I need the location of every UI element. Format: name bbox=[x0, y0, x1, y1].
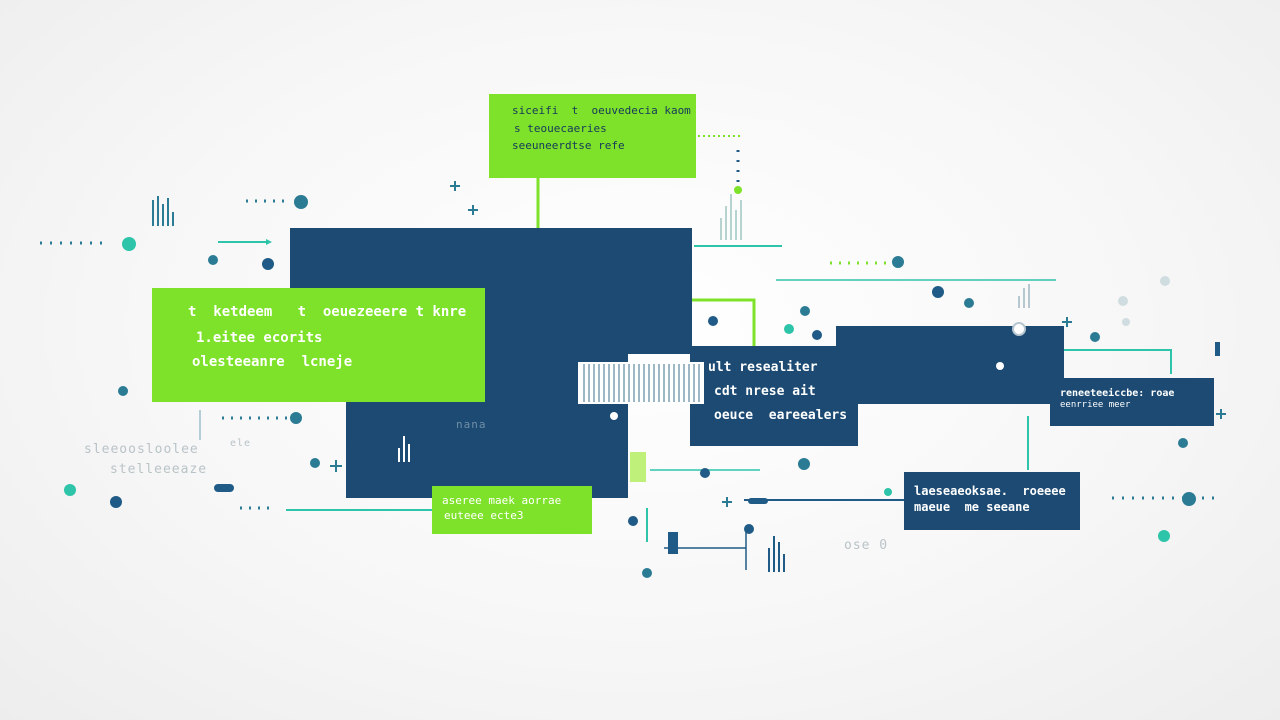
center-panel bbox=[690, 346, 858, 446]
dot-8 bbox=[110, 496, 122, 508]
dot-18 bbox=[1090, 332, 1100, 342]
mini-bars-right bbox=[1018, 284, 1030, 308]
dot-11 bbox=[800, 306, 810, 316]
dot-9 bbox=[310, 458, 320, 468]
dot-13 bbox=[812, 330, 822, 340]
teal-vertical-1 bbox=[1170, 350, 1172, 374]
mini-bars-left bbox=[152, 196, 174, 226]
dot-25 bbox=[628, 516, 638, 526]
center-panel-line-1: ult resealiter bbox=[708, 360, 818, 375]
navy-dash-1 bbox=[214, 484, 234, 492]
dot-23 bbox=[1182, 492, 1196, 506]
dot-3 bbox=[208, 255, 218, 265]
dot-24 bbox=[798, 458, 810, 470]
top-callout-line-2: s teouecaeries bbox=[514, 122, 607, 135]
dot-7 bbox=[64, 484, 76, 496]
dot-4 bbox=[262, 258, 274, 270]
top-green-callout bbox=[489, 94, 696, 178]
bottom-green-callout bbox=[432, 486, 592, 534]
navy-vertical-2 bbox=[668, 532, 678, 554]
dot-29 bbox=[996, 362, 1004, 370]
dot-14 bbox=[892, 256, 904, 268]
dot-32 bbox=[1122, 318, 1130, 326]
dot-5 bbox=[118, 386, 128, 396]
dot-16 bbox=[964, 298, 974, 308]
dot-12 bbox=[784, 324, 794, 334]
dot-22 bbox=[1158, 530, 1170, 542]
dot-6 bbox=[290, 412, 302, 424]
center-panel-line-3: oeuce eareealers bbox=[714, 408, 848, 423]
left-callout-line-3: olesteeanre lcneje bbox=[192, 354, 353, 370]
mini-bars-center bbox=[398, 436, 410, 462]
left-green-callout bbox=[152, 288, 485, 402]
faint-left-line-1: sleeoosloolee bbox=[84, 442, 199, 457]
dot-19 bbox=[1118, 296, 1128, 306]
faint-left-label: ele bbox=[230, 438, 252, 449]
teal-vertical-2 bbox=[646, 508, 648, 542]
right-small-line-2: eenrriee meer bbox=[1060, 400, 1131, 410]
mini-bars-top bbox=[720, 194, 742, 240]
bottom-callout-line-2: euteee ecte3 bbox=[444, 509, 524, 522]
bottom-right-panel bbox=[904, 472, 1080, 530]
right-small-panel bbox=[1050, 378, 1214, 426]
dot-1 bbox=[122, 237, 136, 251]
dot-31 bbox=[734, 186, 742, 194]
green-accent-strip bbox=[630, 452, 646, 482]
dot-10 bbox=[708, 316, 718, 326]
barcode-dot bbox=[610, 412, 618, 420]
dot-28 bbox=[700, 468, 710, 478]
faint-bottom-label: ose 0 bbox=[844, 538, 889, 553]
dot-20 bbox=[1160, 276, 1170, 286]
navy-vertical-1 bbox=[1215, 342, 1220, 356]
left-callout-line-1: t ketdeem t oeuezeeere t knre bbox=[188, 304, 467, 320]
dot-2 bbox=[294, 195, 308, 209]
navy-band-right bbox=[836, 326, 1064, 404]
dot-26 bbox=[642, 568, 652, 578]
mini-bars-bottom bbox=[768, 536, 785, 572]
bottom-right-line-2: maeue me seeane bbox=[914, 500, 1030, 514]
bottom-callout-line-1: aseree maek aorrae bbox=[442, 494, 562, 507]
bottom-right-line-1: laeseaeoksae. roeeee bbox=[914, 484, 1066, 498]
dot-30 bbox=[884, 488, 892, 496]
right-small-line-1: reneeteeiccbe: roae bbox=[1060, 388, 1175, 399]
barcode-strip bbox=[578, 362, 704, 404]
faint-center-label: nana bbox=[456, 418, 487, 431]
navy-dash-2 bbox=[748, 498, 768, 504]
center-panel-line-2: cdt nrese ait bbox=[714, 384, 816, 399]
faint-left-line-2: stelleeeaze bbox=[110, 462, 208, 477]
dot-17 bbox=[1012, 322, 1026, 336]
top-callout-line-3: seeuneerdtse refe bbox=[512, 139, 625, 152]
dot-21 bbox=[1178, 438, 1188, 448]
dot-27 bbox=[744, 524, 754, 534]
left-callout-line-2: 1.eitee ecorits bbox=[196, 330, 323, 346]
dot-15 bbox=[932, 286, 944, 298]
top-callout-line-1: siceifi t oeuvedecia kaom bbox=[512, 104, 691, 117]
